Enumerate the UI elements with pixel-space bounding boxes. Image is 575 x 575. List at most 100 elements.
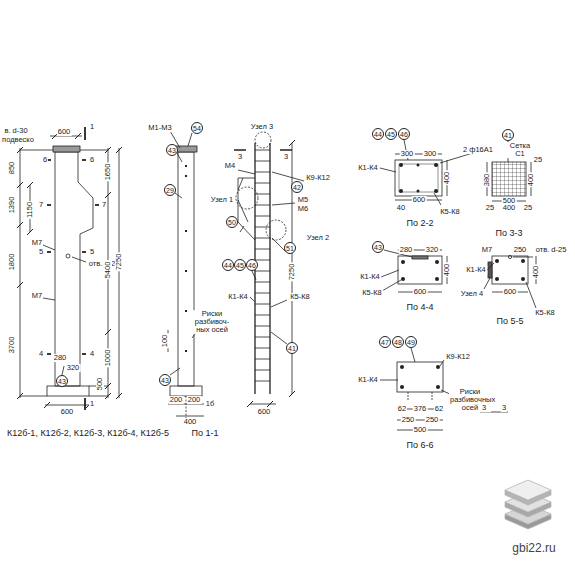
callout-circle: 49 xyxy=(405,336,417,348)
dimension-label: 320 xyxy=(66,364,81,372)
part-mark: М6 xyxy=(297,205,309,213)
stirrup-line xyxy=(255,271,270,272)
section-title: По 1-1 xyxy=(191,429,220,438)
stirrup-line xyxy=(255,304,270,305)
dimension-label: 25 xyxy=(533,156,543,164)
cross-sections xyxy=(380,140,536,430)
note-label: Узел 1 xyxy=(210,196,234,204)
dimension-label: 25 xyxy=(523,204,533,212)
stirrup-line xyxy=(255,359,270,360)
dimension-label: 400 xyxy=(527,173,535,188)
part-mark: К9-К12 xyxy=(305,174,331,182)
dimension-label: 3700 xyxy=(8,336,16,355)
dimension-label: 1390 xyxy=(8,196,16,215)
part-mark: М7 xyxy=(31,239,43,247)
callout-number: 41 xyxy=(504,132,512,139)
stirrup-line xyxy=(255,337,270,338)
callout-circle: 29 xyxy=(164,184,176,196)
part-mark: М7 xyxy=(481,246,493,254)
callout-number: 42 xyxy=(293,184,301,191)
part-mark: М5 xyxy=(297,196,309,204)
dimension-label: 1 xyxy=(89,400,95,408)
callout-number: 45 xyxy=(236,262,244,269)
stirrup-line xyxy=(255,205,270,206)
dimension-label: 400 xyxy=(443,263,451,278)
callout-number: 51 xyxy=(286,245,294,252)
callout-circle: 50 xyxy=(226,216,238,228)
dimension-label: 200 xyxy=(169,396,184,404)
dimension-label: 400 xyxy=(532,265,540,280)
dimension-label: 1150 xyxy=(26,201,34,219)
dimension-label: 600 xyxy=(60,408,75,416)
callout-number: 43 xyxy=(374,244,382,251)
part-mark: К5-К8 xyxy=(439,208,461,216)
section-title: По 6-6 xyxy=(406,441,435,450)
stirrup-line xyxy=(255,293,270,294)
callout-circle: 43 xyxy=(56,375,68,387)
dimension-label: 40 xyxy=(396,204,406,212)
callout-circle: 43 xyxy=(166,144,178,156)
part-mark: К1-К4 xyxy=(359,273,381,281)
dimension-label: 1 xyxy=(89,123,95,131)
watermark: gbi22.ru xyxy=(511,542,556,555)
stirrup-line xyxy=(255,183,270,184)
stirrup-line xyxy=(255,238,270,239)
part-mark: К5-К8 xyxy=(361,289,383,297)
dimension-label: 250 xyxy=(425,416,440,424)
callout-number: 54 xyxy=(193,125,201,132)
note-label: 1б xyxy=(205,400,215,408)
dimension-label: 600 xyxy=(57,128,72,136)
dimension-label: 6 xyxy=(89,156,95,164)
dimension-label: 500 xyxy=(96,377,104,392)
callout-number: 43 xyxy=(161,377,169,384)
part-mark: К1-К4 xyxy=(227,293,249,301)
callout-number: 47 xyxy=(381,339,389,346)
note-label: Сетка С1 xyxy=(506,142,534,158)
part-mark: К9-К12 xyxy=(445,353,471,361)
callout-circle: 51 xyxy=(284,242,296,254)
part-mark: К1-К4 xyxy=(465,266,487,274)
dimension-label: 7250 xyxy=(115,253,123,272)
stirrup-line xyxy=(255,161,270,162)
dimension-label: 600 xyxy=(503,288,518,296)
dimension-label: 5 xyxy=(89,248,95,256)
dimension-label: 5400 xyxy=(104,261,112,280)
stirrup-line xyxy=(255,326,270,327)
stirrup-line xyxy=(255,348,270,349)
callout-circle: 46 xyxy=(246,259,258,271)
callout-circle: 48 xyxy=(392,336,404,348)
callout-number: 41 xyxy=(288,345,296,352)
callout-number: 29 xyxy=(166,187,174,194)
section-title: По 5-5 xyxy=(496,317,525,326)
dimension-label: 7250 xyxy=(288,263,296,282)
dimension-label: 300 xyxy=(423,150,438,158)
stirrup-line xyxy=(255,282,270,283)
dimension-label: 300 xyxy=(400,150,415,158)
dimension-label: 3 xyxy=(283,153,289,161)
dimension-label: 600 xyxy=(412,196,427,204)
dimension-label: 600 xyxy=(413,288,428,296)
dimension-label: 320 xyxy=(425,246,440,254)
callout-circle: 43 xyxy=(372,241,384,253)
section-title: По 2-2 xyxy=(406,219,435,228)
callout-number: 46 xyxy=(248,262,256,269)
dimension-label: 850 xyxy=(8,161,16,176)
dimension-label: 400 xyxy=(443,171,451,186)
part-mark: К1-К4 xyxy=(357,164,379,172)
dimension-label: 4 xyxy=(89,350,95,358)
callout-circle: 43 xyxy=(159,374,171,386)
dimension-label: 1800 xyxy=(8,253,16,272)
stirrup-line xyxy=(255,216,270,217)
reinforcement-cage xyxy=(234,132,304,407)
part-mark: М7 xyxy=(31,292,43,300)
dimension-label: 280 xyxy=(53,354,68,362)
dimension-label: 200 xyxy=(187,396,202,404)
site-logo xyxy=(505,480,551,529)
dimension-label: 100 xyxy=(161,334,169,349)
dimension-label: 400 xyxy=(502,204,517,212)
dimension-label: 3 xyxy=(481,404,487,412)
section-title: По 3-3 xyxy=(495,229,524,238)
dimension-label: 5 xyxy=(38,248,44,256)
